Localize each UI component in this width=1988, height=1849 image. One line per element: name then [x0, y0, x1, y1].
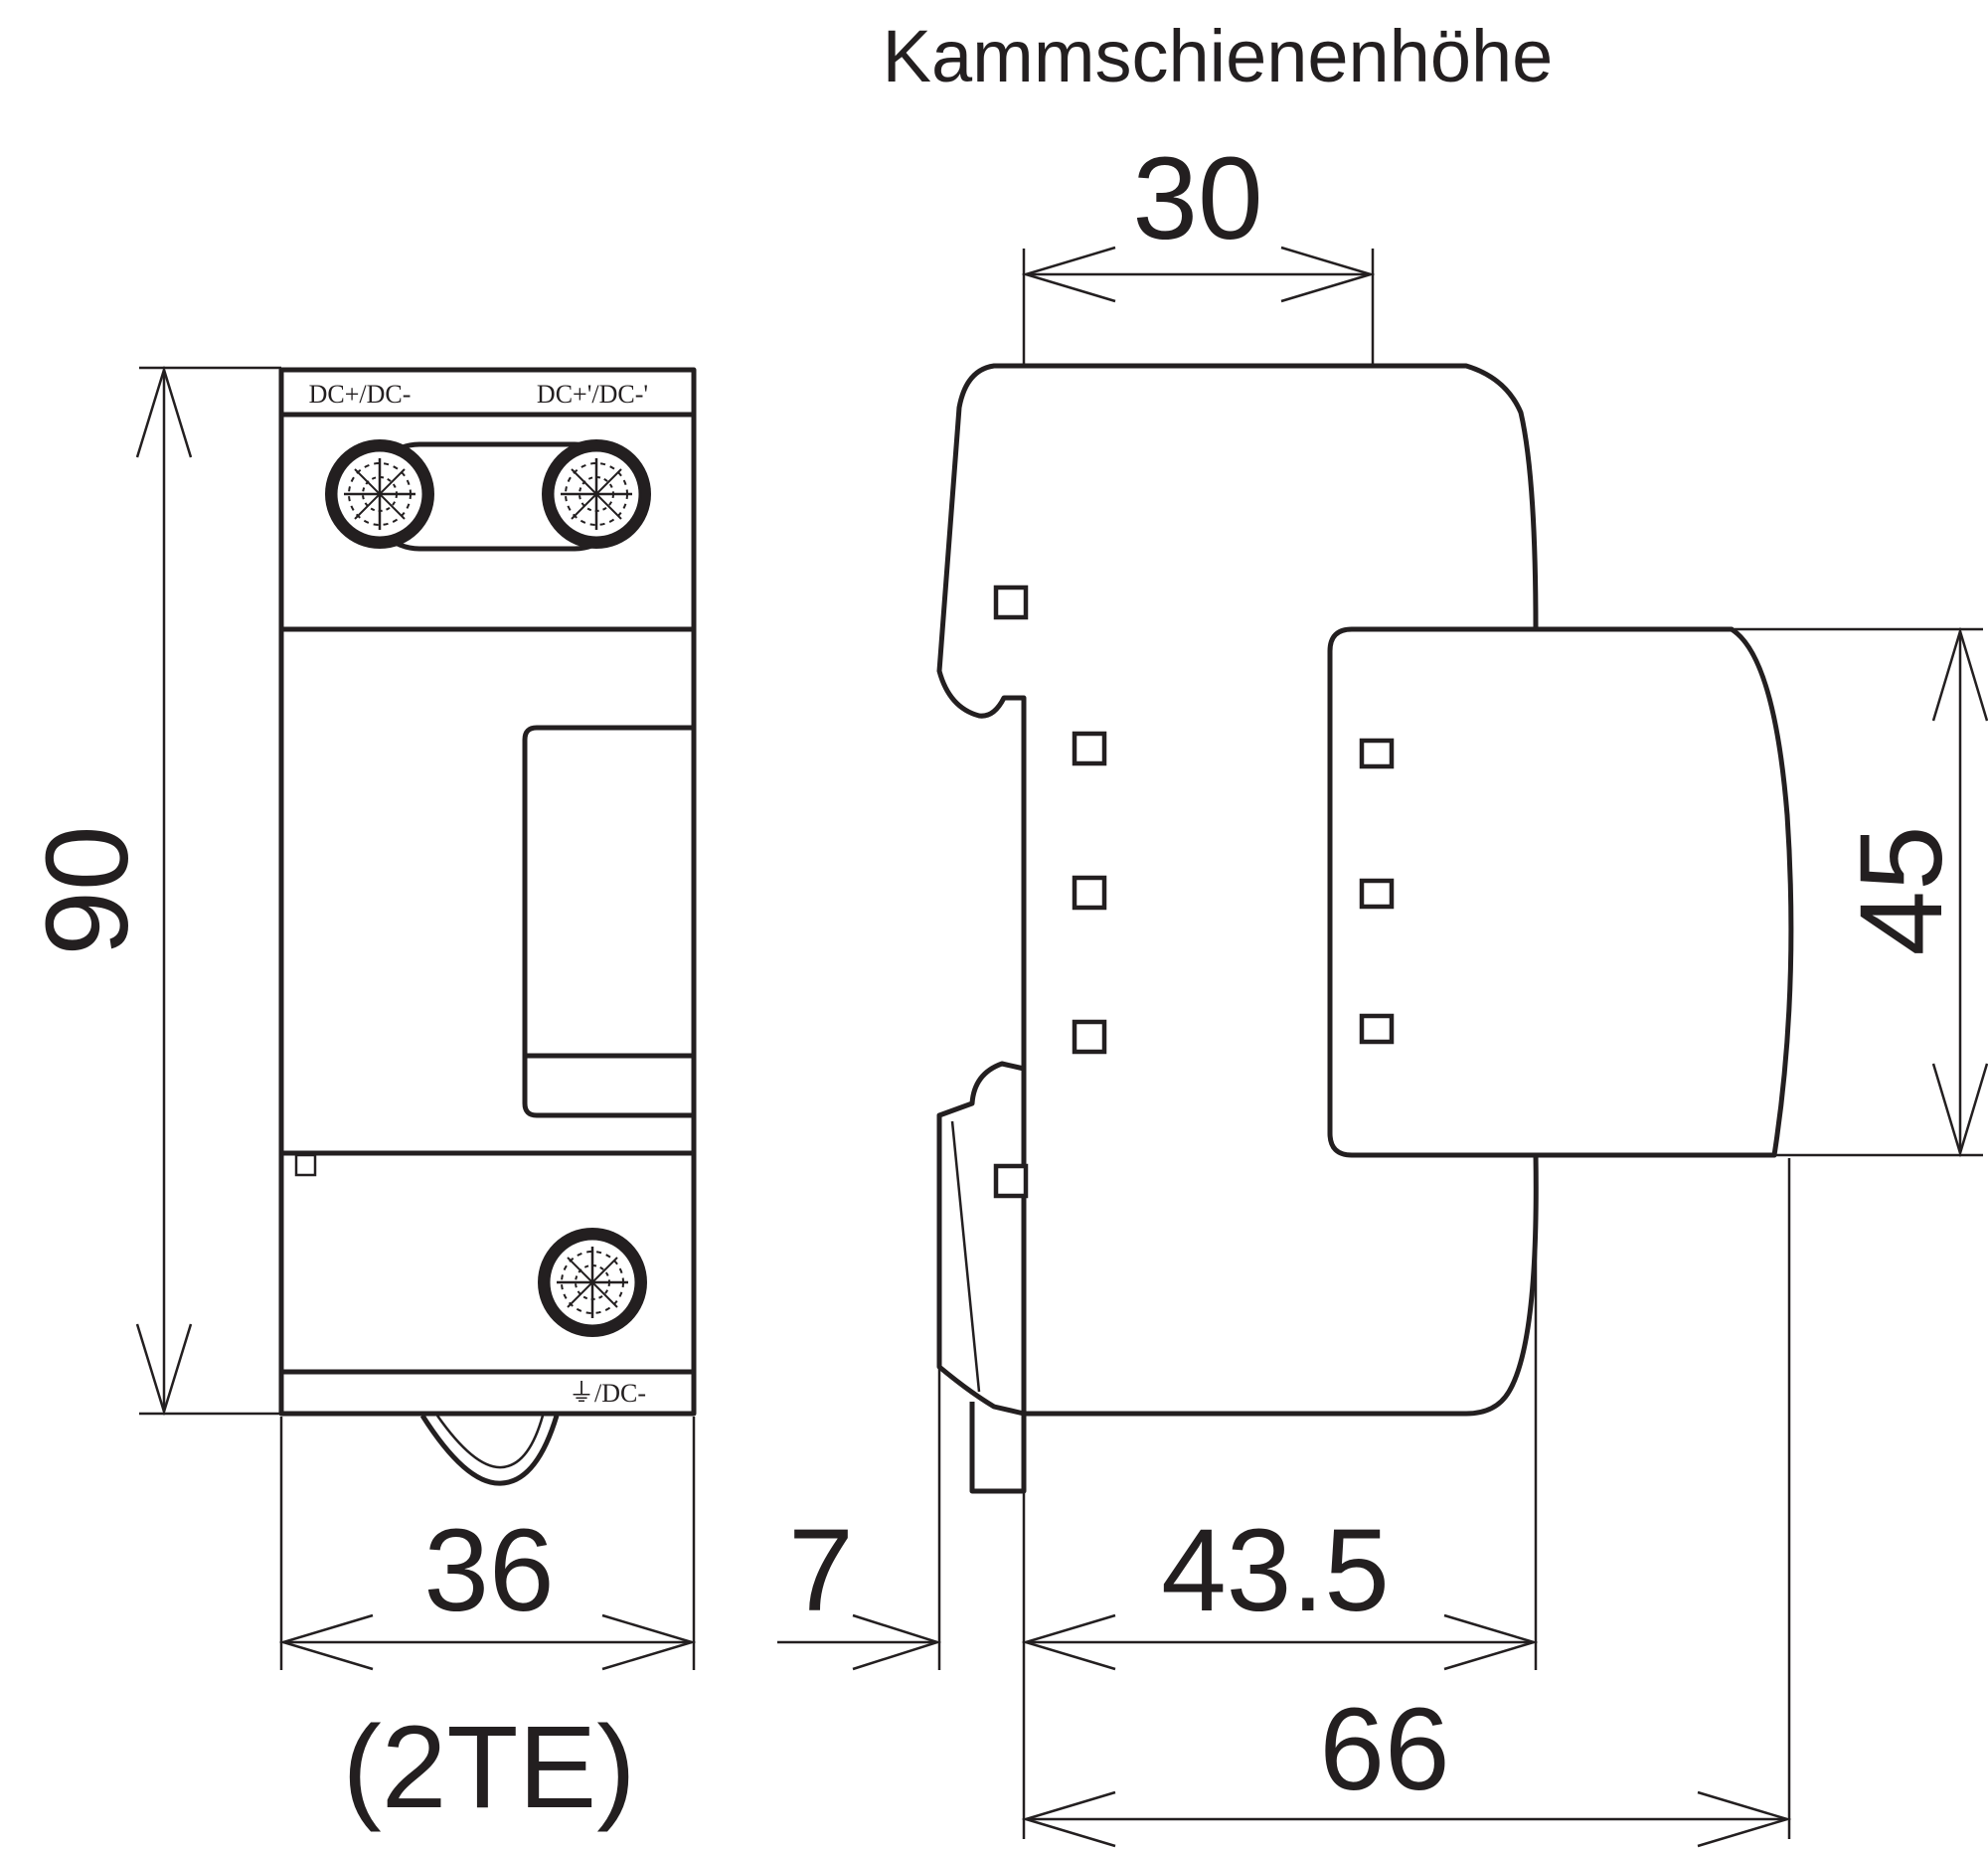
comb-busbar-height-title: Kammschienenhöhe [883, 15, 1554, 97]
vent-slot [1072, 875, 1107, 911]
arrow-icon [1697, 1790, 1792, 1848]
screw-icon [540, 437, 653, 551]
din-clip-inner [435, 1415, 545, 1469]
arrow-icon [1931, 626, 1988, 722]
vent-slot [993, 1163, 1029, 1199]
lock-mark [294, 1153, 317, 1177]
arrow-icon [1021, 246, 1116, 303]
vent-slot [1072, 1019, 1107, 1055]
vent-slot [1359, 878, 1395, 910]
arrow-icon [1280, 246, 1376, 303]
vent-slot [1072, 731, 1107, 766]
rail-latch [936, 1061, 1025, 1417]
rail-latch-tab [969, 1402, 1027, 1494]
arrow-icon [135, 1323, 193, 1417]
arrow-icon [278, 1613, 374, 1671]
arrow-icon [1931, 1063, 1988, 1158]
module-window [522, 725, 694, 1118]
arrow-icon [1443, 1613, 1539, 1671]
dimension-label-66: 66 [1319, 1684, 1449, 1815]
dimension-label-45: 45 [1836, 825, 1967, 955]
vent-slot [993, 585, 1029, 620]
front-view: DC+/DC- DC+'/DC-' ⏚/DC- [278, 367, 697, 1486]
dimension-label-30: 30 [1132, 133, 1262, 264]
dimension-label-43-5: 43.5 [1161, 1505, 1390, 1636]
screw-icon [323, 437, 436, 551]
dimension-label-90: 90 [22, 825, 153, 955]
vent-slot [1359, 1013, 1395, 1045]
din-clip [419, 1414, 560, 1486]
arrow-icon [852, 1613, 942, 1671]
latch-edge [950, 1120, 981, 1393]
arrow-icon [135, 365, 193, 458]
terminal-label-top-left: DC+/DC- [309, 380, 412, 409]
vent-slot [1359, 738, 1395, 769]
side-housing-outline [936, 363, 1539, 1417]
arrow-icon [1021, 1790, 1116, 1848]
dimension-label-2te: (2TE) [343, 1702, 636, 1833]
dimension-lines [135, 246, 1988, 1848]
plug-in-module [1327, 626, 1794, 1158]
screw-icon [536, 1226, 649, 1339]
terminal-label-bottom: ⏚/DC- [569, 1379, 646, 1408]
front-housing-outline [278, 367, 697, 1417]
dimension-label-7: 7 [788, 1505, 854, 1636]
arrow-icon [1021, 1613, 1116, 1671]
terminal-label-top-right: DC+'/DC-' [537, 380, 648, 409]
side-view [936, 363, 1794, 1494]
dimension-label-36: 36 [423, 1505, 554, 1636]
arrow-icon [601, 1613, 697, 1671]
